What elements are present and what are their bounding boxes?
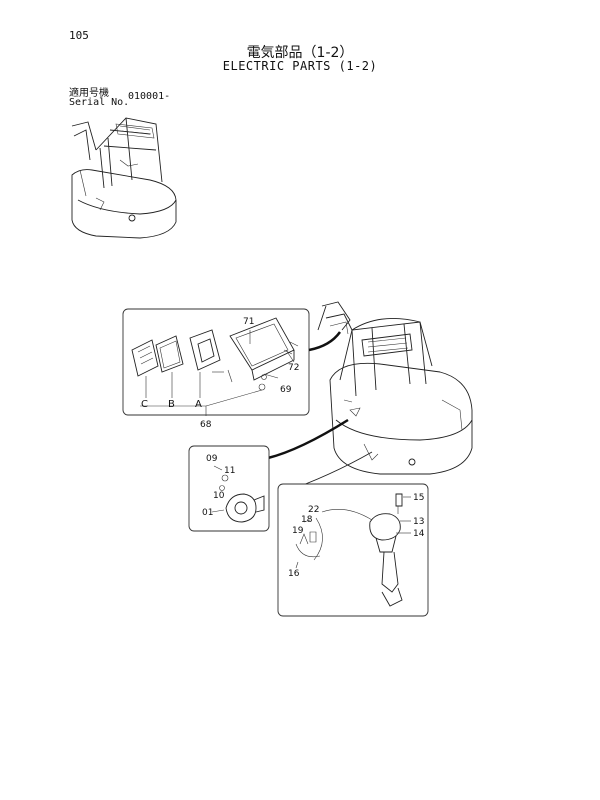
- serial-label-en: Serial No.: [69, 97, 130, 108]
- callout-13: 13: [413, 517, 424, 527]
- callout-19: 19: [292, 526, 304, 536]
- callout-22: 22: [308, 505, 319, 515]
- serial-label-jp: 適用号機: [69, 88, 109, 99]
- main-machine-illustration: [317, 301, 473, 475]
- callout-14: 14: [413, 529, 425, 539]
- serial-value: 010001-: [128, 91, 171, 102]
- horn-assembly-panel: [188, 445, 270, 532]
- page-title-en: ELECTRIC PARTS (1-2): [222, 59, 378, 73]
- callout-11: 11: [224, 466, 235, 476]
- callout-09: 09: [206, 454, 218, 464]
- callout-68: 68: [200, 420, 212, 430]
- leader-line-light: [308, 331, 342, 352]
- switch-assembly-panel: [277, 483, 429, 617]
- callout-72: 72: [288, 363, 299, 373]
- callout-15: 15: [413, 493, 424, 503]
- leader-line-horn: [267, 418, 349, 460]
- page-number: 105: [69, 29, 89, 42]
- callout-69: 69: [280, 385, 292, 395]
- callout-18: 18: [301, 515, 313, 525]
- overview-machine-illustration: [71, 117, 177, 239]
- page-title-jp: 電気部品（1-2）: [246, 45, 354, 61]
- callout-71: 71: [243, 317, 254, 327]
- callout-c: C: [141, 399, 148, 410]
- callout-b: B: [168, 399, 175, 410]
- callout-10: 10: [213, 491, 225, 501]
- light-assembly-panel: [122, 308, 310, 416]
- callout-01: 01: [202, 508, 213, 518]
- callout-16: 16: [288, 569, 300, 579]
- callout-a: A: [195, 399, 202, 410]
